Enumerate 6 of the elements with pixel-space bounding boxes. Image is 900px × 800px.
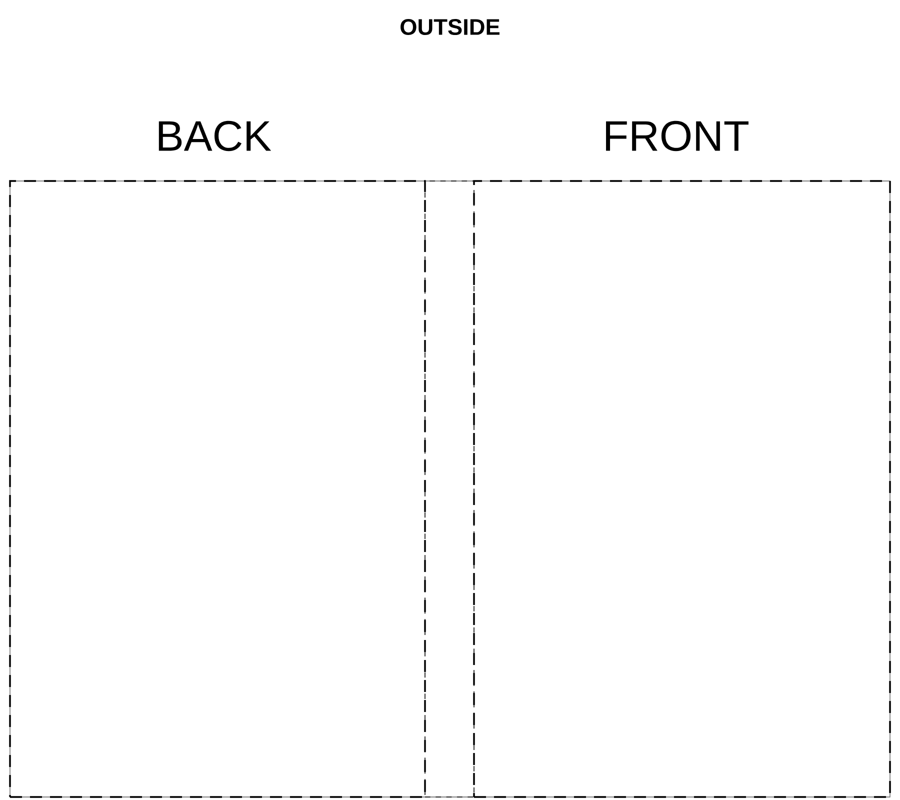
node-label: BACK	[158, 120, 272, 152]
cover-panel: FRONT	[473, 120, 891, 798]
node-label: FRONT	[606, 120, 748, 152]
cover-panel: BACK	[9, 120, 426, 798]
spine-panel	[424, 180, 474, 798]
title: OUTSIDE	[400, 18, 500, 36]
